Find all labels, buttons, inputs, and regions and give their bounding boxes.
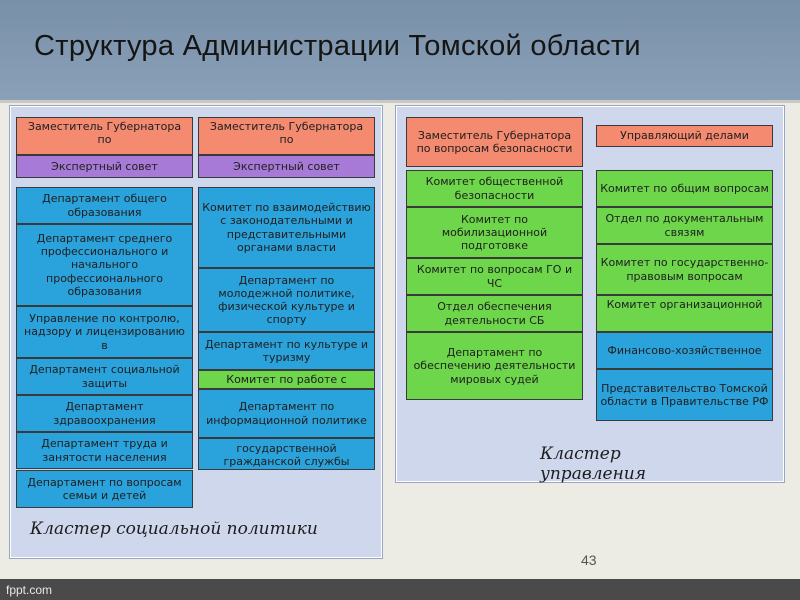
management-col2-item: Комитет по общим вопросам: [596, 170, 773, 207]
social-col1-item: Департамент социальной защиты: [16, 358, 193, 395]
management-col2-item: Комитет организационной: [596, 295, 773, 332]
management-col1-item: Комитет по вопросам ГО и ЧС: [406, 258, 583, 295]
management-col2-item: Комитет по государственно-правовым вопро…: [596, 244, 773, 295]
social-col2-item: Департамент по молодежной политике, физи…: [198, 268, 375, 332]
social-col1-item: Департамент труда и занятости населения: [16, 432, 193, 469]
management-col1-item: Отдел обеспечения деятельности СБ: [406, 295, 583, 332]
management-col1-item: Департамент по обеспечению деятельности …: [406, 332, 583, 400]
social-col1-item: Департамент общего образования: [16, 187, 193, 224]
social-cluster-label: Кластер социальной политики: [30, 519, 318, 539]
slide-title: Структура Администрации Томской области: [34, 30, 641, 62]
social-col1-item: Управление по контролю, надзору и лиценз…: [16, 306, 193, 358]
title-bar: [0, 0, 800, 100]
page-number: 43: [581, 552, 597, 568]
management-col2-item: Представительство Томской области в Прав…: [596, 369, 773, 421]
management-col2-item: Отдел по документальным связям: [596, 207, 773, 244]
social-col2-item: Департамент по культуре и туризму: [198, 332, 375, 370]
deputy-box-social-1: Заместитель Губернатора по: [16, 117, 193, 155]
deputy-box-security: Заместитель Губернатора по вопросам безо…: [406, 117, 583, 167]
social-col2-item: государственной гражданской службы: [198, 438, 375, 470]
management-col1-item: Комитет по мобилизационной подготовке: [406, 207, 583, 258]
social-col2-item: Комитет по взаимодействию с законодатель…: [198, 187, 375, 268]
business-manager-box: Управляющий делами: [596, 125, 773, 147]
management-col2-item: Финансово-хозяйственное: [596, 332, 773, 369]
deputy-box-social-2: Заместитель Губернатора по: [198, 117, 375, 155]
management-cluster-label: Кластер управления: [540, 444, 647, 484]
watermark-text: fppt.com: [6, 583, 53, 597]
footer-bar: [0, 579, 800, 600]
social-col1-item: Департамент по вопросам семьи и детей: [16, 470, 193, 508]
expert-council-box-2: Экспертный совет: [198, 155, 375, 178]
social-col2-item: Комитет по работе с: [198, 370, 375, 389]
social-col1-item: Департамент среднего профессионального и…: [16, 224, 193, 306]
social-col1-item: Департамент здравоохранения: [16, 395, 193, 432]
expert-council-box-1: Экспертный совет: [16, 155, 193, 178]
management-col1-item: Комитет общественной безопасности: [406, 170, 583, 207]
social-col2-item: Департамент по информационной политике: [198, 389, 375, 438]
